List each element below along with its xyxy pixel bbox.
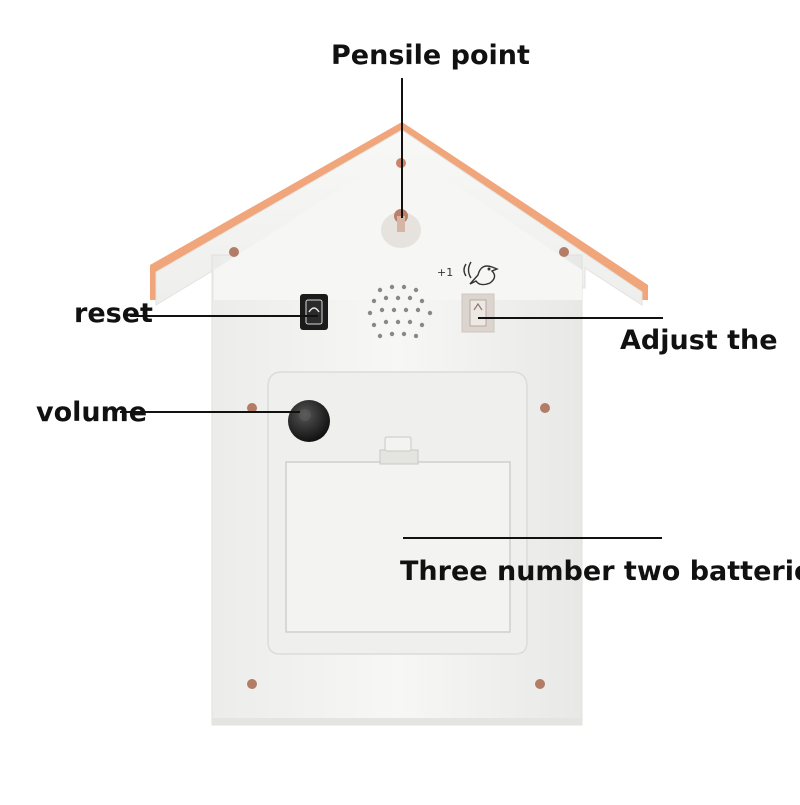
- leader-lines: [120, 78, 663, 539]
- bird-icon: [469, 265, 499, 286]
- battery-cover: [285, 436, 511, 633]
- volume-label: volume: [36, 397, 148, 428]
- volume-knob: [288, 400, 330, 442]
- roof-edge: [150, 122, 648, 300]
- pensile-hole: [381, 209, 421, 248]
- plus-one-marking: +1: [437, 266, 453, 279]
- pensile-point-label: Pensile point: [331, 40, 530, 71]
- adjust-label: Adjust the: [620, 325, 778, 356]
- speaker-grille: [367, 284, 433, 339]
- sound-waves-icon: [463, 261, 472, 279]
- adjust-switch: [461, 293, 495, 333]
- reset-button: [300, 294, 328, 330]
- batteries-label: Three number two batteries: [400, 556, 800, 587]
- reset-label: reset: [74, 298, 153, 329]
